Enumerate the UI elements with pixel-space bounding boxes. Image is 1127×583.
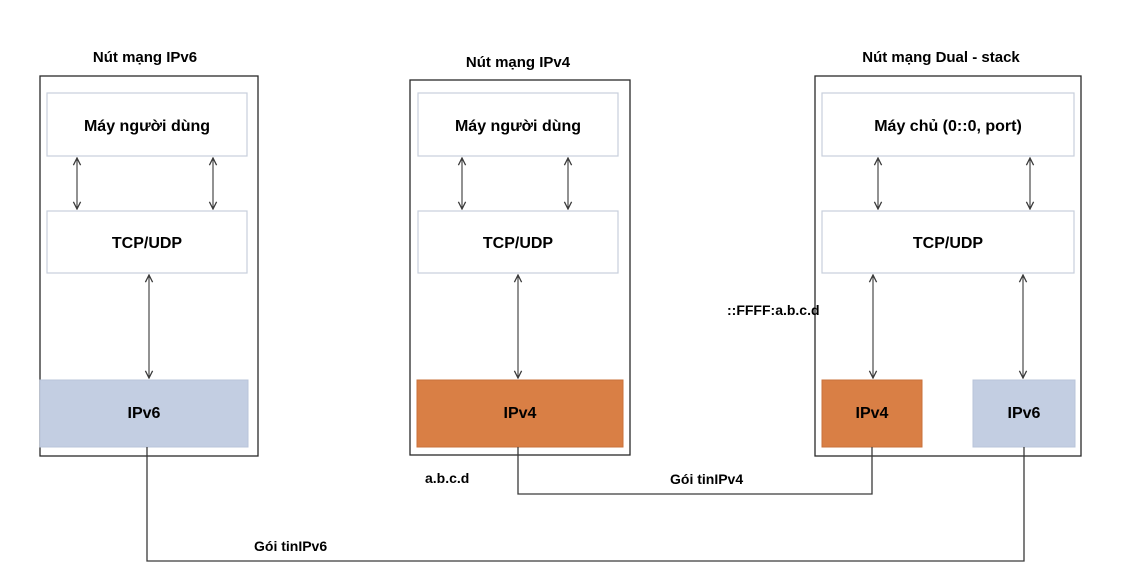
ipv4-node-app-label: Máy người dùng xyxy=(455,118,581,135)
dual-stack-node-app-layer xyxy=(821,92,1075,157)
ipv4-node-ip-label: IPv4 xyxy=(504,405,537,422)
dual-stack-node: Nút mạng Dual - stack Máy chủ (0::0, por… xyxy=(814,49,1082,457)
ipv4-packet-label: Gói tinIPv4 xyxy=(670,471,743,487)
ipv6-node-transport-label: TCP/UDP xyxy=(112,235,183,252)
dual-stack-node-frame xyxy=(814,75,1082,457)
ipv4-node-title: Nút mạng IPv4 xyxy=(466,54,571,71)
ipv4-node-transport-label: TCP/UDP xyxy=(483,235,554,252)
dual-stack-node-transport-layer xyxy=(821,210,1075,274)
ipv4-packet-link xyxy=(517,447,873,495)
ipv6-packet-label: Gói tinIPv6 xyxy=(254,538,327,554)
ipv4-node: Nút mạng IPv4 Máy người dùng TCP/UDP IPv… xyxy=(409,54,631,456)
dual-stack-node-app-label: Máy chủ (0::0, port) xyxy=(874,118,1022,135)
ipv4-node-app-layer xyxy=(417,92,619,157)
dual-stack-node-ipv4-label: IPv4 xyxy=(856,405,889,422)
dual-stack-node-ipv6-layer xyxy=(972,379,1076,448)
ipv4-node-frame xyxy=(409,79,631,456)
ipv6-node: Nút mạng IPv6 Máy người dùng TCP/UDP IPv… xyxy=(39,49,259,457)
ipv6-node-ip-label: IPv6 xyxy=(128,405,161,422)
dual-stack-node-ipv4-layer xyxy=(821,379,923,448)
dual-stack-node-transport-label: TCP/UDP xyxy=(913,235,984,252)
ipv6-node-app-label: Máy người dùng xyxy=(84,118,210,135)
ipv4-node-transport-layer xyxy=(417,210,619,274)
ipv6-node-ip-layer xyxy=(39,379,249,448)
dual-stack-node-title: Nút mạng Dual - stack xyxy=(862,49,1020,66)
ipv6-node-frame xyxy=(39,75,259,457)
mapped-address-label: ::FFFF:a.b.c.d xyxy=(727,302,820,318)
ipv6-node-transport-layer xyxy=(46,210,248,274)
ipv6-node-title: Nút mạng IPv6 xyxy=(93,49,197,66)
ipv4-address-label: a.b.c.d xyxy=(425,470,469,486)
ipv6-packet-link xyxy=(146,447,1025,562)
dual-stack-node-ipv6-label: IPv6 xyxy=(1008,405,1041,422)
ipv6-node-app-layer xyxy=(46,92,248,157)
ipv4-node-ip-layer xyxy=(416,379,624,448)
